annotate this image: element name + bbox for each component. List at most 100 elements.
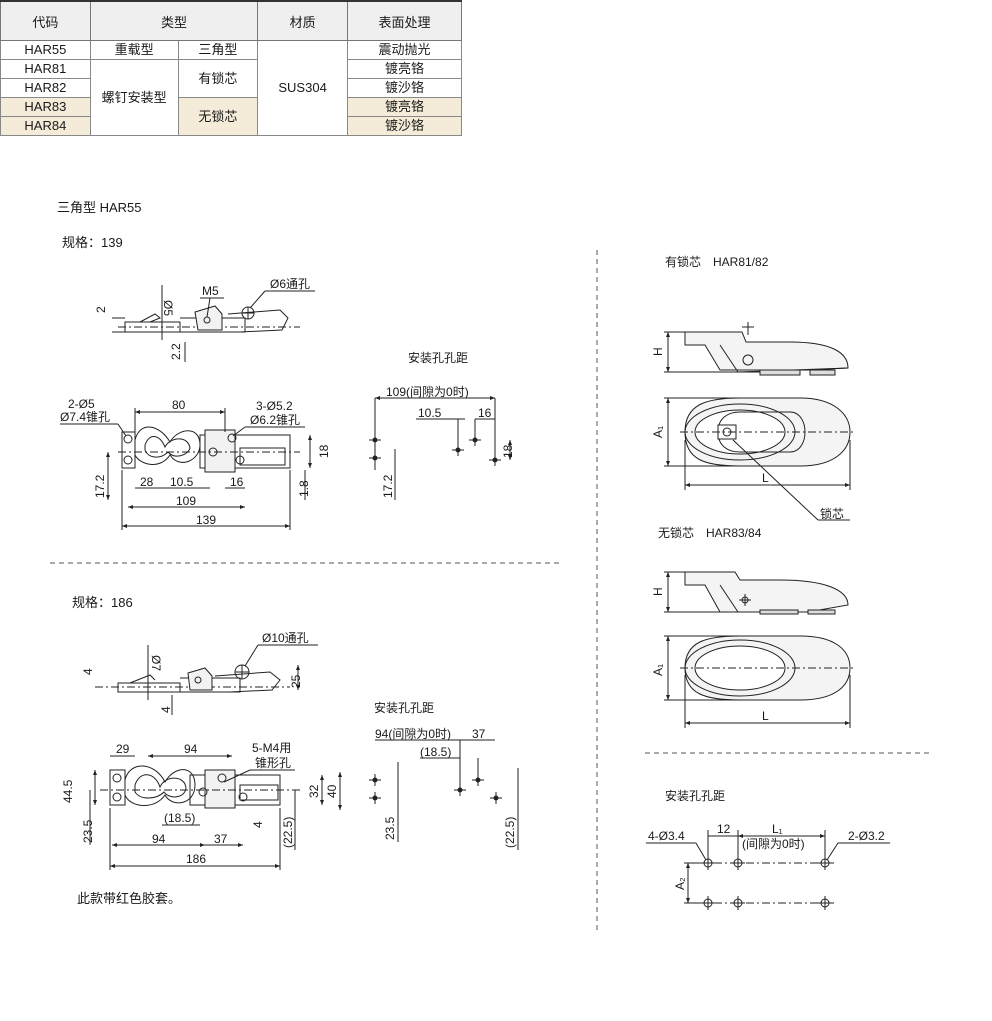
mount139-d109: 109(间隙为0时) [386,385,469,399]
mount-right-title: 安装孔孔距 [665,788,725,803]
dim-94b: 94 [152,832,166,846]
spec186-plan-dims: 29 94 5-M4用 锥形孔 44.5 23.5 (18.5) 94 37 4… [61,741,342,870]
mount186-d22-5: (22.5) [503,817,517,848]
mount186-d23-5: 23.5 [383,816,397,840]
dim-tap74: Ø7.4锥孔 [60,410,110,424]
dim-22-5: (22.5) [281,817,295,848]
cell-finish: 镀沙铬 [346,116,463,136]
dim-32: 32 [307,784,321,798]
mount139-d18: 18 [501,444,515,458]
dim-holes-2d5: 2-Ø5 [68,397,95,411]
dim-23-5: 23.5 [81,819,95,843]
mount186-title: 安装孔孔距 [374,700,434,715]
cell-code: HAR55 [0,40,91,60]
spec139-side-dims: 2 Ø5 M5 Ø6通孔 2.2 [94,277,315,360]
header-type: 类型 [89,0,259,41]
cell-with-lock: 有锁芯 [177,59,259,98]
dim-4b: 4 [159,706,173,713]
table-header-row: 代码 类型 材质 表面处理 [0,0,463,41]
cell-finish: 震动抛光 [346,40,463,60]
mount186-drawing: 安装孔孔距 94(间隙为0时) 37 (18.5) 23.5 (22.5) [369,700,519,850]
mount186-d18-5: (18.5) [420,745,451,759]
dim-109: 109 [176,494,196,508]
table-row: HAR83 无锁芯 镀亮铬 [0,97,463,136]
spec186-side-dims: 4 Ø7 Ø10通孔 25 4 [81,631,318,713]
dim-d5: Ø5 [161,300,175,316]
dim-tap62: Ø6.2锥孔 [250,413,300,427]
locked-h: H [651,347,665,356]
table-row: HAR84 镀沙铬 [0,116,463,136]
mount-right-drawing: 安装孔孔距 12 L₁ (间隙为0时) 4-Ø3.4 2-Ø3.2 A₂ [646,788,890,910]
header-finish: 表面处理 [346,0,463,41]
dim-94: 94 [184,742,198,756]
cell-code: HAR84 [0,116,91,136]
cell-without-lock: 无锁芯 [177,97,259,136]
dim-17-2: 17.2 [93,474,107,498]
dim-m5: M5 [202,284,219,298]
spec186-plan-view [100,765,300,809]
dim-4: 4 [81,668,95,675]
mount139-d17-2: 17.2 [381,474,395,498]
dim-25: 25 [289,674,303,688]
spec139-plan-dims: 80 2-Ø5 Ø7.4锥孔 3-Ø5.2 Ø6.2锥孔 18 1.8 17.2… [60,397,331,530]
dim-4c: 4 [251,821,265,828]
mount186-d94: 94(间隙为0时) [375,727,451,741]
dim-hole6: Ø6通孔 [270,277,310,291]
locked-drawing: 有锁芯 HAR81/82 H A₁ L 锁芯 [651,254,855,521]
dim-28: 28 [140,475,154,489]
dim-18-5: (18.5) [164,811,195,825]
spec139-plan-view [118,426,300,473]
dim-80: 80 [172,398,186,412]
dim-18: 18 [317,444,331,458]
dim-40: 40 [325,784,339,798]
mount-right-holes2: 2-Ø3.2 [848,829,885,843]
note-text: 此款带红色胶套。 [77,891,182,906]
dim-186: 186 [186,852,206,866]
unlocked-title: 无锁芯 HAR83/84 [658,525,762,540]
cell-code: HAR81 [0,59,91,79]
dim-37: 37 [214,832,228,846]
mount-right-gap: (间隙为0时) [742,837,805,851]
locked-a1: A₁ [651,426,665,438]
locked-title: 有锁芯 HAR81/82 [665,254,769,269]
locked-core: 锁芯 [820,506,844,521]
cell-screw-mount: 螺钉安装型 [89,59,179,136]
mount139-title: 安装孔孔距 [408,350,468,365]
cell-code: HAR83 [0,97,91,117]
dim-44-5: 44.5 [61,779,75,803]
cell-type: 重载型 [89,40,179,60]
cell-finish: 镀亮铬 [346,97,463,117]
dim-10-5: 10.5 [170,475,194,489]
dim-m4: 5-M4用 [252,741,291,755]
dim-d7: Ø7 [149,655,163,671]
locked-l: L [762,471,769,485]
dim-139: 139 [196,513,216,527]
mount139-d16: 16 [478,406,492,420]
dim-2: 2 [94,306,108,313]
dim-taper: 锥形孔 [255,756,291,770]
dim-16: 16 [230,475,244,489]
unlocked-l: L [762,709,769,723]
section-title: 三角型 HAR55 [57,200,142,215]
dim-29: 29 [116,742,130,756]
mount-right-l1: L₁ [772,822,783,836]
dim-holes-3d52: 3-Ø5.2 [256,399,293,413]
unlocked-h: H [651,587,665,596]
spec186-side-view [95,645,290,715]
mount-right-a2: A₂ [673,877,687,890]
dim-1-8: 1.8 [297,480,311,497]
unlocked-drawing: 无锁芯 HAR83/84 H A₁ L [651,525,855,728]
table-row: HAR81 螺钉安装型 有锁芯 镀亮铬 [0,59,463,136]
spec-table: 代码 类型 材质 表面处理 HAR55 重载型 三角型 SUS304 震动抛光 … [0,0,463,136]
mount-right-holes4: 4-Ø3.4 [648,829,685,843]
dim-hole10: Ø10通孔 [262,631,309,645]
header-code: 代码 [0,0,91,41]
spec-186-label: 规格：186 [72,595,133,610]
unlocked-a1: A₁ [651,664,665,676]
spec-139-label: 规格：139 [62,235,123,250]
dim-2-2: 2.2 [169,343,183,360]
mount186-d37: 37 [472,727,486,741]
mount139-drawing: 安装孔孔距 109(间隙为0时) 10.5 16 18 17.2 [369,350,515,500]
mount139-d10-5: 10.5 [418,406,442,420]
